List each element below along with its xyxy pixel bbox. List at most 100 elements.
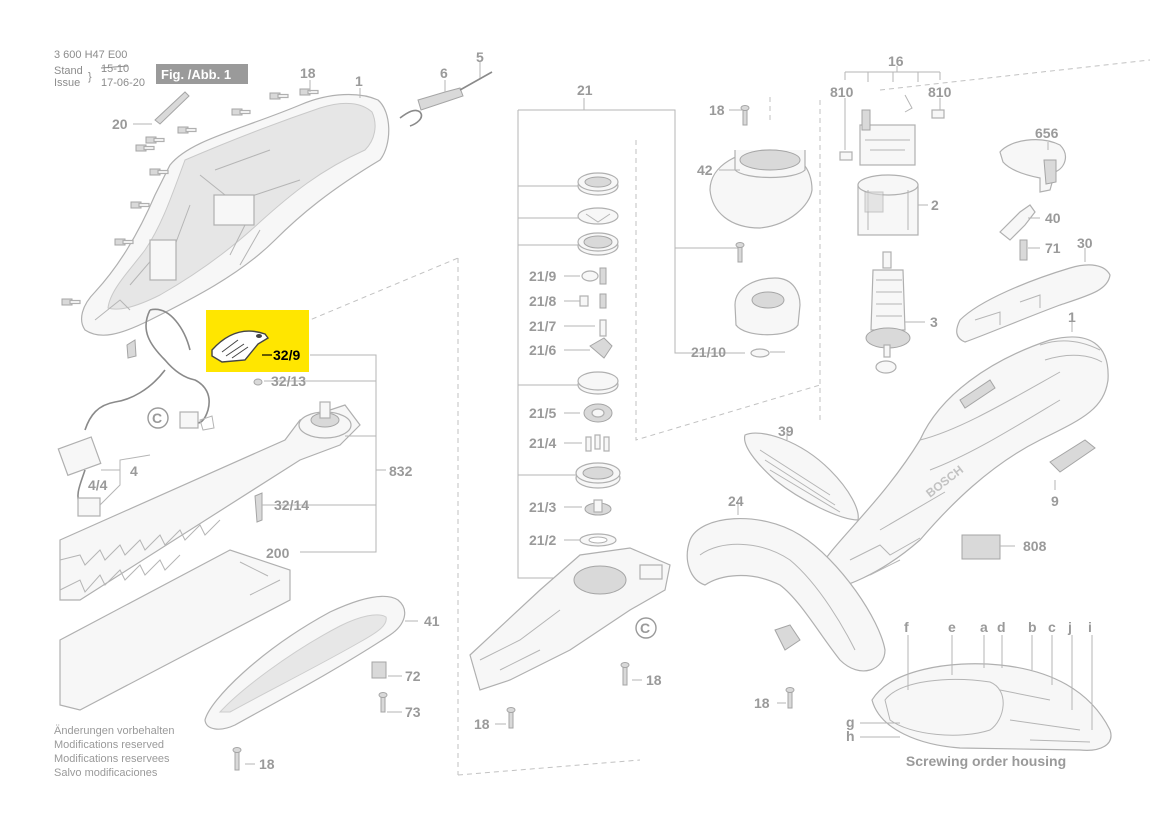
handle-part-30	[956, 264, 1111, 343]
strip-9	[1049, 439, 1096, 473]
screw-18-handle-head	[785, 687, 795, 693]
callout-18-center: 18	[709, 102, 725, 118]
notice-line-fr: Modifications reservees	[54, 753, 170, 765]
callout-21-7: 21/7	[529, 318, 556, 334]
figure-label: Fig. /Abb. 1	[161, 67, 231, 82]
part-32-9-ribs	[221, 339, 249, 359]
gear-stack-bracket	[517, 98, 745, 579]
screw-18-base-left-head	[506, 707, 516, 713]
c-circle-center-letter: C	[640, 620, 650, 636]
callout-30: 30	[1077, 235, 1093, 251]
callout-21: 21	[577, 82, 593, 98]
small-parts-right	[999, 139, 1067, 261]
figure-label-box	[156, 64, 248, 84]
callout-42: 42	[697, 162, 713, 178]
housing-half-right	[814, 336, 1109, 591]
document-header: 3 600 H47 E00 Stand Issue } 15-10 17-06-…	[54, 49, 248, 89]
order-letter-f: f	[904, 619, 909, 635]
switch-assembly	[839, 94, 945, 166]
callout-18-bottom-center: 18	[474, 716, 490, 732]
callout-21-10: 21/10	[691, 344, 726, 360]
callout-6: 6	[440, 65, 448, 81]
gear-stack	[575, 172, 621, 547]
doc-number: 3 600 H47 E00	[54, 49, 127, 61]
callout-21-4: 21/4	[529, 435, 556, 451]
issue-label: Issue	[54, 77, 80, 89]
blade-guard-200	[59, 549, 291, 711]
callout-3: 3	[930, 314, 938, 330]
order-letter-a: a	[980, 619, 988, 635]
cable-part-5-6	[399, 62, 493, 127]
order-letter-d: d	[997, 619, 1006, 635]
callout-1-top: 1	[355, 73, 363, 89]
callout-2: 2	[931, 197, 939, 213]
callout-5: 5	[476, 49, 484, 65]
modifications-notice: Änderungen vorbehalten Modifications res…	[54, 725, 174, 779]
fan-shroud-42	[709, 105, 813, 229]
order-letter-g: g	[846, 714, 855, 730]
part-20-strip	[154, 91, 190, 125]
screws-left	[61, 88, 319, 306]
callout-21-3: 21/3	[529, 499, 556, 515]
blade-guard-slot	[239, 561, 281, 596]
callout-1-right: 1	[1068, 309, 1076, 325]
callout-21-6: 21/6	[529, 342, 556, 358]
callout-810-right: 810	[928, 84, 952, 100]
callout-9: 9	[1051, 493, 1059, 509]
callout-71: 71	[1045, 240, 1061, 256]
callout-18-bottom-left: 18	[259, 756, 275, 772]
order-letter-e: e	[948, 619, 956, 635]
blade-assembly	[59, 378, 361, 601]
callout-21-8: 21/8	[529, 293, 556, 309]
callout-16: 16	[888, 53, 904, 69]
callout-20: 20	[112, 116, 128, 132]
handle-24	[686, 518, 886, 672]
callout-832: 832	[389, 463, 413, 479]
header-brace: }	[88, 71, 92, 83]
order-letter-b: b	[1028, 619, 1037, 635]
callout-4: 4	[130, 463, 138, 479]
callout-73: 73	[405, 704, 421, 720]
switch-bracket-16	[844, 66, 941, 82]
order-letter-c: c	[1048, 619, 1056, 635]
order-letter-j: j	[1067, 619, 1072, 635]
callout-810-left: 810	[830, 84, 854, 100]
callout-21-2: 21/2	[529, 532, 556, 548]
callout-40: 40	[1045, 210, 1061, 226]
order-letter-h: h	[846, 728, 855, 744]
c-circle-center-ring	[635, 617, 657, 639]
label-plate-808	[961, 534, 1001, 560]
callout-18-mid: 18	[646, 672, 662, 688]
c-circle-left-letter: C	[152, 410, 162, 426]
callout-41: 41	[424, 613, 440, 629]
callout-labels: 18 1 6 5 20 21 18 42 810 16 810 656 2 40…	[88, 49, 1093, 772]
callout-4-4: 4/4	[88, 477, 108, 493]
issue-date: 17-06-20	[101, 77, 145, 89]
callout-21-9: 21/9	[529, 268, 556, 284]
callout-39: 39	[778, 423, 794, 439]
leader-lines	[99, 80, 1086, 765]
notice-line-es: Salvo modificaciones	[54, 767, 158, 779]
highlighted-part-32-9[interactable]: 32/9	[206, 310, 309, 372]
motor-mount	[734, 242, 801, 358]
armature-3	[865, 251, 911, 374]
lower-housing-41	[204, 595, 406, 730]
housing-half-left	[81, 93, 390, 336]
bracket-832	[262, 354, 386, 553]
stand-date-strike	[100, 65, 129, 69]
wiring-harness	[57, 308, 215, 517]
notice-line-de: Änderungen vorbehalten	[54, 725, 174, 737]
handle-part-30-detail	[974, 294, 1041, 325]
callout-21-5: 21/5	[529, 405, 556, 421]
stand-label: Stand	[54, 65, 83, 77]
callout-24: 24	[728, 493, 744, 509]
callout-200: 200	[266, 545, 290, 561]
label-32-9: 32/9	[273, 347, 300, 363]
screw-18-bottom-left-head	[232, 747, 242, 753]
stand-date: 15-10	[101, 63, 129, 75]
gear-housing-base	[469, 547, 671, 691]
part-32-9-hole	[256, 334, 262, 338]
callout-18-bottom-right: 18	[754, 695, 770, 711]
screw-18-base-right-head	[620, 662, 630, 668]
